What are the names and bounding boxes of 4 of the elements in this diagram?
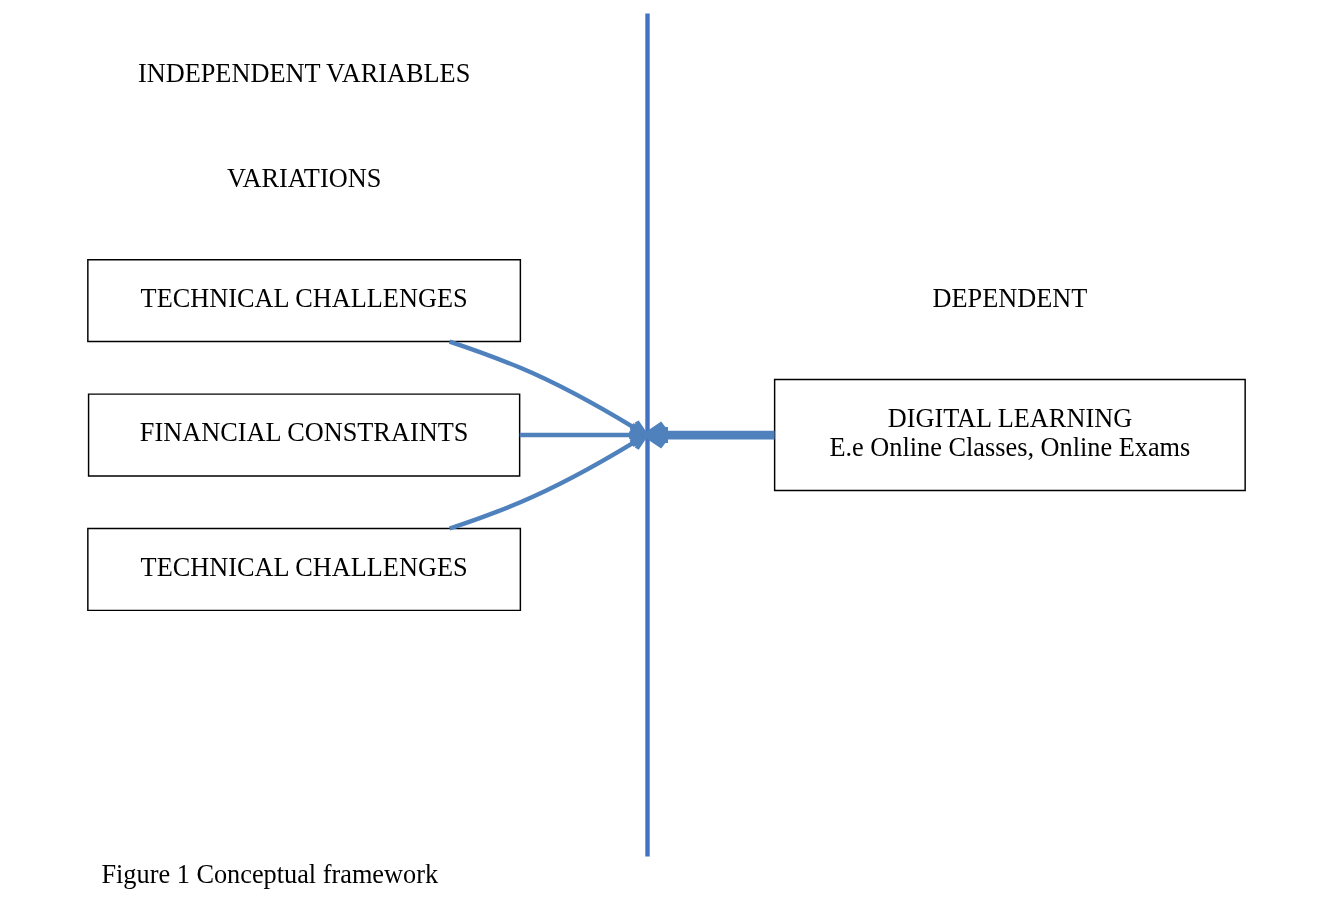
label: INDEPENDENT VARIABLES — [137, 59, 470, 88]
caption: Figure 1 Conceptual framework — [100, 859, 438, 889]
label: DEPENDENT — [931, 284, 1087, 314]
label: VARIATIONS — [226, 164, 381, 194]
